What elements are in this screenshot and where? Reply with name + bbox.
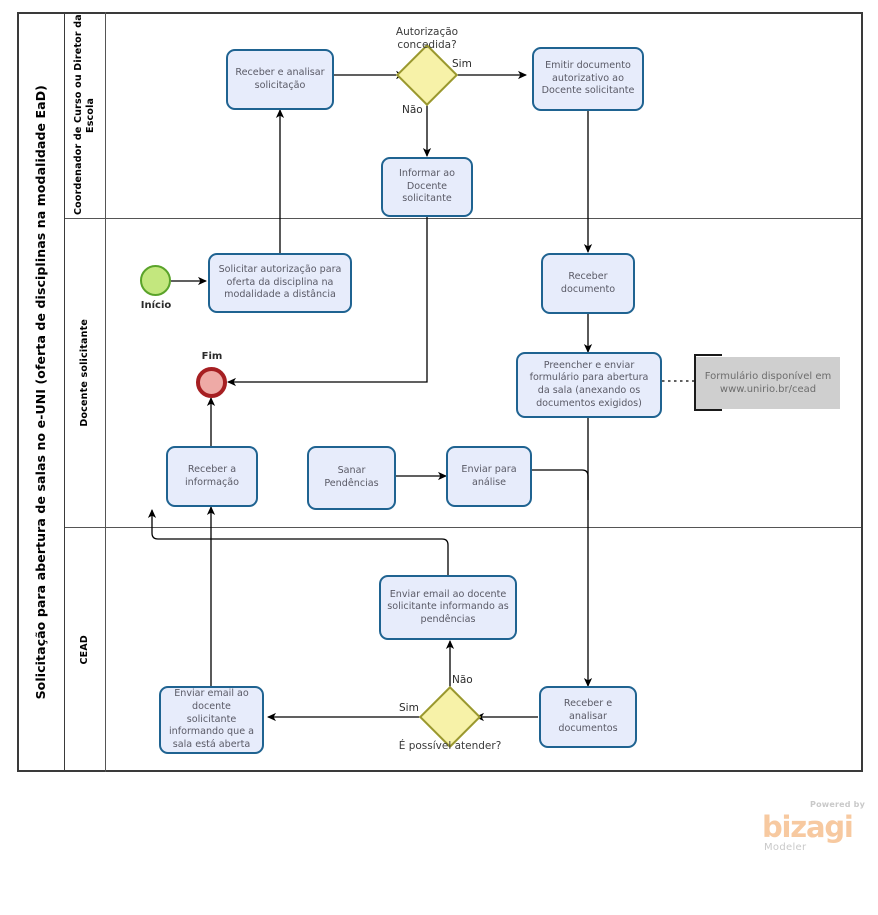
task-receber-documento[interactable]: Receber documento [541, 253, 635, 314]
task-emitir-documento-autorizativo[interactable]: Emitir documento autorizativo ao Docente… [532, 47, 644, 111]
annotation-label: Formulário disponível em www.unirio.br/c… [704, 370, 832, 396]
pool-title: Solicitação para abertura de salas no e-… [17, 12, 65, 772]
lane-label-divider [105, 12, 106, 772]
task-label: Emitir documento autorizativo ao Docente… [541, 60, 635, 97]
flow-label-nao-atender: Não [452, 674, 473, 686]
task-enviar-para-analise[interactable]: Enviar para análise [446, 446, 532, 507]
task-label: Receber e analisar solicitação [235, 66, 325, 91]
flow-label-sim-autorizacao: Sim [452, 58, 472, 70]
lane-label-coordenador: Coordenador de Curso ou Diretor da Escol… [73, 14, 96, 216]
lane-label-cead: CEAD [79, 634, 91, 665]
bizagi-wordmark: bizagi [762, 810, 854, 844]
task-enviar-email-sala-aberta[interactable]: Enviar email ao docente solicitante info… [159, 686, 264, 754]
task-label: Enviar email ao docente solicitante info… [168, 688, 255, 750]
start-event[interactable] [140, 265, 171, 296]
task-sanar-pendencias[interactable]: Sanar Pendências [307, 446, 396, 510]
task-label: Receber a informação [184, 463, 240, 488]
task-solicitar-autorizacao[interactable]: Solicitar autorização para oferta da dis… [208, 253, 352, 313]
task-label: Preencher e enviar formulário para abert… [529, 359, 649, 409]
task-preencher-enviar-formulario[interactable]: Preencher e enviar formulário para abert… [516, 352, 662, 418]
task-label: Receber e analisar documentos [558, 698, 618, 735]
flow-label-nao-autorizacao: Não [402, 104, 423, 116]
gateway-atender-label: É possível atender? [398, 740, 502, 752]
lane-header-coordenador: Coordenador de Curso ou Diretor da Escol… [65, 12, 105, 218]
task-label: Enviar para análise [461, 463, 517, 488]
start-event-label: Início [140, 300, 172, 311]
task-receber-informacao[interactable]: Receber a informação [166, 446, 258, 507]
task-enviar-email-pendencias[interactable]: Enviar email ao docente solicitante info… [379, 575, 517, 640]
task-label: Informar ao Docente solicitante [399, 168, 455, 205]
task-informar-docente-solicitante[interactable]: Informar ao Docente solicitante [381, 157, 473, 217]
gateway-autorizacao-label: Autorização concedida? [395, 26, 459, 52]
task-receber-analisar-solicitacao[interactable]: Receber e analisar solicitação [226, 49, 334, 110]
modeler-label: Modeler [764, 842, 807, 853]
end-event-label: Fim [201, 351, 223, 362]
task-label: Solicitar autorização para oferta da dis… [218, 264, 342, 301]
task-receber-analisar-documentos[interactable]: Receber e analisar documentos [539, 686, 637, 748]
powered-by-label: Powered by [810, 800, 865, 809]
bizagi-logo: Powered by bizagi Modeler [762, 798, 867, 860]
end-event[interactable] [196, 367, 227, 398]
lane-separator-2 [65, 527, 861, 528]
annotation-bracket [694, 354, 722, 411]
lane-label-docente: Docente solicitante [79, 318, 91, 427]
flow-label-sim-atender: Sim [399, 702, 419, 714]
lane-separator-1 [65, 218, 861, 219]
lane-header-cead: CEAD [65, 527, 105, 772]
task-label: Receber documento [560, 270, 616, 295]
task-label: Enviar email ao docente solicitante info… [387, 588, 509, 625]
lane-header-docente: Docente solicitante [65, 218, 105, 527]
text-annotation-formulario: Formulário disponível em www.unirio.br/c… [696, 357, 840, 409]
task-label: Sanar Pendências [324, 465, 379, 489]
pool-title-label: Solicitação para abertura de salas no e-… [32, 84, 48, 700]
